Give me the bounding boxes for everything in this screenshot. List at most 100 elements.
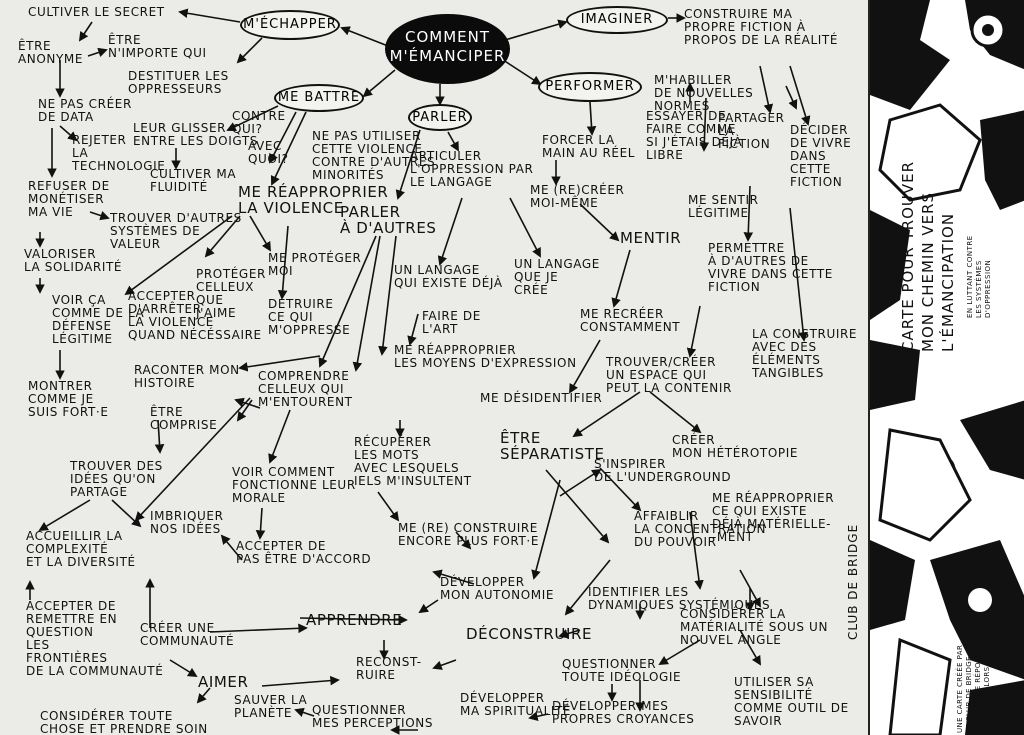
connector-arrow — [789, 65, 811, 126]
map-node-24: UN LANGAGE QUI EXISTE DÉJÀ — [394, 263, 503, 290]
connector-arrow — [261, 675, 340, 687]
map-node-47: DÉVELOPPER MA SPIRITUALITÉ — [460, 691, 572, 718]
map-node-54: S'INSPIRER DE L'UNDERGROUND — [594, 457, 732, 484]
connector-arrow — [87, 47, 108, 57]
connector-arrow — [407, 313, 419, 346]
map-node-52: ME DÉSIDENTIFIER — [480, 391, 603, 405]
map-node-9: AVEC QUOI? — [248, 139, 289, 166]
map-node-44: CONSIDÉRER TOUTE CHOSE ET PRENDRE SOIN — [40, 709, 208, 735]
map-node-1: CULTIVER LE SECRET — [28, 5, 165, 19]
map-node-5: NE PAS CRÉER DE DATA — [38, 97, 132, 124]
connector-arrow — [318, 235, 377, 368]
map-node-16: PROTÉGER CELLEUX QUE J'AIME — [196, 267, 266, 320]
map-node-12: REFUSER DE MONÉTISER MA VIE — [28, 179, 110, 219]
connector-arrow — [38, 499, 91, 531]
map-node-21: MONTRER COMME JE SUIS FORT·E — [28, 379, 109, 419]
connector-arrow — [447, 131, 459, 152]
connector-arrow — [418, 599, 439, 614]
map-node-18: VOIR ÇA COMME DE LA DÉFENSE LÉGITIME — [52, 293, 145, 346]
map-node-66: PERMETTRE À D'AUTRES DE VIVRE DANS CETTE… — [708, 241, 833, 294]
map-node-42: AIMER — [198, 673, 249, 691]
map-node-32: VOIR COMMENT FONCTIONNE LEUR MORALE — [232, 465, 356, 505]
map-node-35: IMBRIQUER NOS IDÉES — [150, 509, 224, 536]
connector-arrow — [178, 8, 241, 23]
branch-me-battre: ME BATTRE — [274, 84, 364, 112]
connector-arrow — [196, 687, 211, 704]
map-node-31: TROUVER DES IDÉES QU'ON PARTAGE — [70, 459, 163, 499]
club-label: CLUB DE BRIDGE — [846, 523, 860, 640]
map-node-50: MENTIR — [620, 229, 682, 247]
connector-arrow — [649, 391, 702, 434]
connector-arrow — [564, 559, 611, 616]
connector-arrow — [499, 57, 542, 86]
connector-arrow — [270, 111, 307, 186]
connector-arrow — [111, 499, 142, 528]
map-node-22: ARTICULER L'OPPRESSION PAR LE LANGAGE — [410, 149, 534, 189]
connector-arrow — [134, 397, 251, 522]
connector-arrow — [785, 85, 798, 110]
map-node-10: CULTIVER MA FLUIDITÉ — [150, 167, 237, 194]
panel-credit: UNE CARTE CRÉÉE PAR LE CLUB DE BRIDGE À … — [956, 620, 1000, 733]
connector-arrow — [531, 479, 561, 580]
map-node-49: ME (RE)CRÉER MOI-MÊME — [530, 183, 625, 210]
branch-parler: PARLER — [408, 104, 472, 131]
map-node-41: DÉVELOPPER MON AUTONOMIE — [440, 575, 555, 602]
map-node-26: FAIRE DE L'ART — [422, 309, 481, 336]
connector-arrow — [455, 531, 472, 550]
branch-mechapper: M'ÉCHAPPER — [240, 10, 340, 40]
map-node-3: ÊTRE N'IMPORTE QUI — [108, 33, 207, 60]
connector-arrow — [226, 105, 279, 132]
connector-arrow — [249, 215, 271, 252]
comic-figures-illustration — [870, 0, 1024, 735]
connector-arrow — [789, 207, 808, 342]
connector-arrow — [504, 19, 568, 41]
map-node-59: DÉVELOPPER MES PROPRES CROYANCES — [552, 699, 695, 726]
connector-arrow — [743, 185, 754, 242]
map-node-29: ÊTRE COMPRISE — [150, 405, 218, 432]
connector-arrow — [378, 235, 397, 356]
map-node-60: CONSTRUIRE MA PROPRE FICTION À PROPOS DE… — [684, 7, 839, 47]
connector-arrow — [545, 469, 610, 544]
map-node-65: ME SENTIR LÉGITIME — [688, 193, 759, 220]
connector-arrow — [437, 197, 463, 266]
panel-subtitle: EN LUTTANT CONTRE LES SYSTÈMES D'OPPRESS… — [966, 235, 992, 318]
map-node-43: RECONST- RUIRE — [356, 655, 422, 682]
map-node-57: IDENTIFIER LES DYNAMIQUES SYSTÉMIQUES — [588, 585, 771, 612]
connector-arrow — [579, 203, 620, 242]
connector-arrow — [569, 339, 601, 394]
connector-arrow — [236, 37, 263, 64]
connector-arrow — [269, 111, 297, 164]
map-node-6: REJETER LA TECHNOLOGIE — [72, 133, 166, 173]
branch-imaginer: IMAGINER — [566, 6, 668, 34]
arrow-connectors — [25, 8, 811, 735]
map-node-36: ACCEPTER DE PAS ÊTRE D'ACCORD — [236, 539, 372, 566]
map-node-51: ME RECRÉER CONSTAMMENT — [580, 307, 681, 334]
connector-arrow — [236, 399, 253, 422]
connector-arrow — [528, 711, 549, 722]
map-node-14: ME RÉAPPROPRIER LA VIOLENCE — [238, 183, 389, 217]
connector-arrow — [432, 659, 457, 670]
map-node-37: ME (RE) CONSTRUIRE ENCORE PLUS FORT·E — [398, 521, 539, 548]
branch-performer: PERFORMER — [538, 72, 642, 102]
connector-arrow — [699, 97, 710, 152]
map-node-48: FORCER LA MAIN AU RÉEL — [542, 133, 636, 160]
connector-arrow — [432, 569, 475, 585]
map-node-7: LEUR GLISSER ENTRE LES DOIGTS — [133, 121, 258, 148]
illustration-panel: CARTE POUR TROUVER MON CHEMIN VERS L'ÉMA… — [868, 0, 1024, 735]
connector-arrow — [686, 305, 701, 358]
map-node-15: VALORISER LA SOLIDARITÉ — [24, 247, 123, 274]
map-node-58: QUESTIONNER TOUTE IDÉOLOGIE — [562, 657, 682, 684]
connector-arrow — [78, 21, 93, 42]
connector-arrow — [509, 197, 541, 258]
map-node-33: RÉCUPÉRER LES MOTS AVEC LESQUELS IELS M'… — [354, 435, 472, 488]
connector-arrow — [294, 707, 315, 717]
connector-arrow — [268, 409, 291, 464]
connector-arrow — [209, 623, 308, 634]
map-node-53: ÊTRE SÉPARATISTE — [500, 429, 605, 463]
map-node-8: CONTRE QUI? — [232, 109, 286, 136]
connector-arrow — [299, 615, 408, 625]
connector-arrow — [395, 129, 421, 200]
connector-arrow — [169, 659, 198, 678]
map-node-45: SAUVER LA PLANÈTE — [234, 693, 308, 720]
